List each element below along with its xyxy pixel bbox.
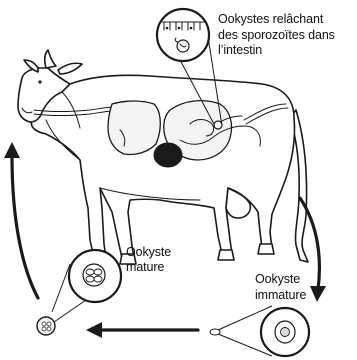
small-sporocyst (47, 327, 51, 331)
sporocyst (94, 269, 102, 275)
label-immature-line2: immature (255, 288, 306, 302)
intestine-zoom-circle (157, 9, 209, 61)
label-intestine-line3: l’intestin (218, 43, 262, 57)
cow-horn (45, 50, 56, 68)
label-intestine-line1: Ookystes relâchant (218, 12, 324, 26)
label-immature-line1: Ookyste (255, 272, 300, 286)
villi-dot (166, 27, 169, 30)
mature-oocyst-group (37, 250, 121, 335)
zoom-target (214, 121, 222, 129)
mature-oocyst-wall (83, 264, 105, 286)
mature-oocyst-small (37, 317, 55, 335)
immature-oocyst-small (210, 329, 220, 335)
villi-dot (190, 27, 193, 30)
sporocyst (86, 269, 94, 275)
small-sporocyst (42, 327, 46, 331)
sporont (281, 328, 290, 337)
small-sporocyst (42, 322, 46, 326)
liver-organ (108, 101, 160, 155)
abomasum-dark-organ (154, 143, 182, 167)
label-mature-line2: mature (126, 260, 164, 274)
sporocyst (94, 276, 102, 282)
immature-oocyst-group (210, 306, 309, 356)
arrowhead-left-bottom (86, 322, 102, 338)
arrowhead-up-left (4, 142, 20, 158)
cow-illustration (18, 50, 308, 264)
villi-dot (178, 27, 181, 30)
mature-zoom-line-1 (52, 264, 70, 312)
label-mature-line1: Ookyste (126, 245, 171, 259)
arrowhead-down-right (310, 286, 326, 302)
cow-eye (38, 80, 41, 83)
cow-hoof-3 (218, 250, 234, 260)
sporocyst (86, 276, 94, 282)
small-sporocyst (47, 322, 51, 326)
cow-hoof-4 (258, 244, 274, 254)
cow-ear (58, 63, 82, 74)
label-intestine-line2: des sporozoïtes dans (218, 28, 335, 42)
arrow-up-left (12, 156, 38, 298)
